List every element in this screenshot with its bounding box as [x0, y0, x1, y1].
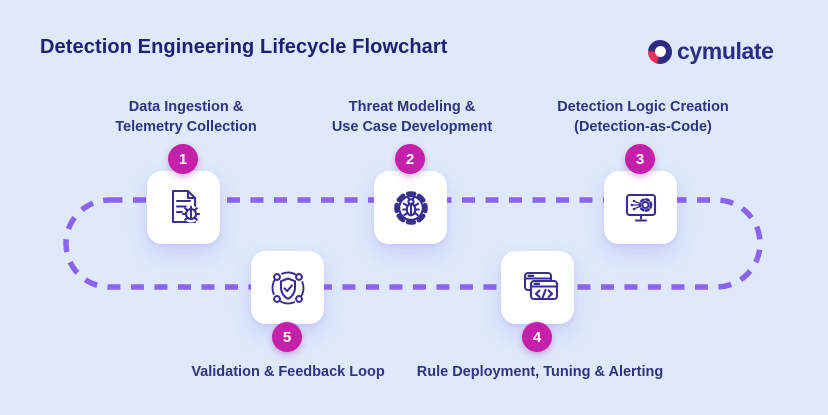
step-2-card: [374, 171, 447, 244]
step-3-card: [604, 171, 677, 244]
step-3-badge: 3: [625, 144, 655, 174]
monitor-automation-icon: [617, 184, 665, 232]
cymulate-logo: cymulate: [648, 38, 774, 65]
step-2-badge: 2: [395, 144, 425, 174]
step-1-card: [147, 171, 220, 244]
step-3-label: Detection Logic Creation (Detection-as-C…: [557, 99, 729, 135]
step-4-card: [501, 251, 574, 324]
step-2-label: Threat Modeling & Use Case Development: [331, 99, 493, 135]
step-4-badge: 4: [522, 322, 552, 352]
step-4-label: Rule Deployment, Tuning & Alerting: [416, 364, 664, 380]
code-windows-icon: [514, 264, 562, 312]
gear-bug-icon: [387, 184, 435, 232]
cymulate-logo-text: cymulate: [677, 38, 774, 64]
step-5-badge: 5: [272, 322, 302, 352]
step-5-card: [251, 251, 324, 324]
step-1-badge: 1: [168, 144, 198, 174]
page-title: Detection Engineering Lifecycle Flowchar…: [40, 36, 448, 58]
cymulate-ring-icon: [648, 39, 672, 64]
step-1-label: Data Ingestion & Telemetry Collection: [115, 99, 257, 135]
document-bug-icon: [160, 184, 208, 232]
step-5-label: Validation & Feedback Loop: [191, 364, 385, 380]
shield-check-network-icon: [264, 264, 312, 312]
